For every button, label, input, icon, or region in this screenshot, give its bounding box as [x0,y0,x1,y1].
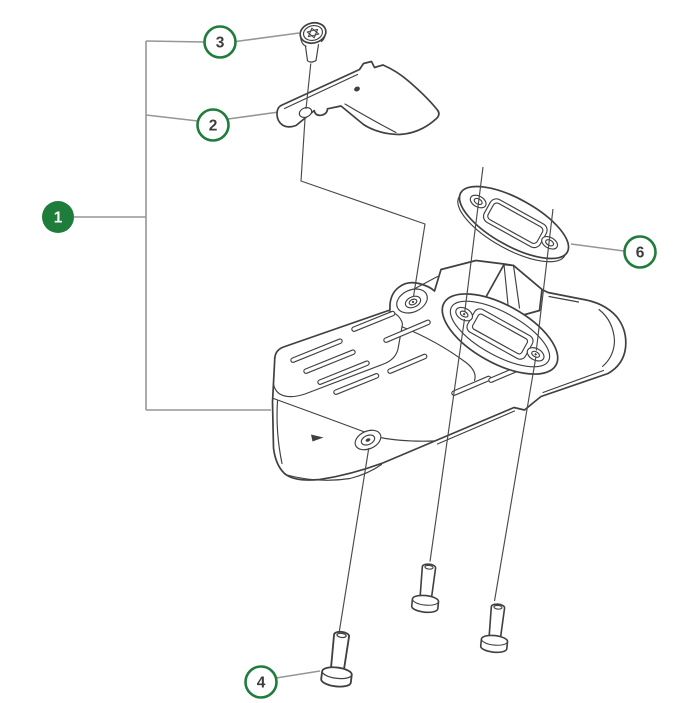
part-drawing-gasket[interactable] [448,172,579,275]
assembly-axis-lines [300,63,554,635]
callout-4-label: 4 [257,675,266,692]
leader-lines [74,32,625,679]
exhaust-flange [441,293,559,375]
callout-2[interactable]: 2 [196,108,230,142]
mounting-boss-upper [396,288,428,314]
callout-3-label: 3 [216,35,225,52]
callout-1[interactable]: 1 [42,201,74,233]
part-drawing-screw-torx[interactable] [298,20,328,63]
mounting-boss-lower [354,429,382,451]
callout-2-label: 2 [209,118,218,135]
stamp-arrow-icon [311,434,324,442]
part-drawing-screw-set[interactable] [319,562,513,690]
callout-4[interactable]: 4 [244,665,278,699]
callout-6-label: 6 [636,245,645,262]
torx-star-icon [306,27,320,39]
part-drawing-muffler-body[interactable] [271,259,627,481]
callout-1-label: 1 [54,210,63,227]
part-drawing-cooling-plate[interactable] [276,60,440,136]
callout-6[interactable]: 6 [623,235,657,269]
callout-3[interactable]: 3 [203,25,237,59]
louver-slots [290,310,533,396]
